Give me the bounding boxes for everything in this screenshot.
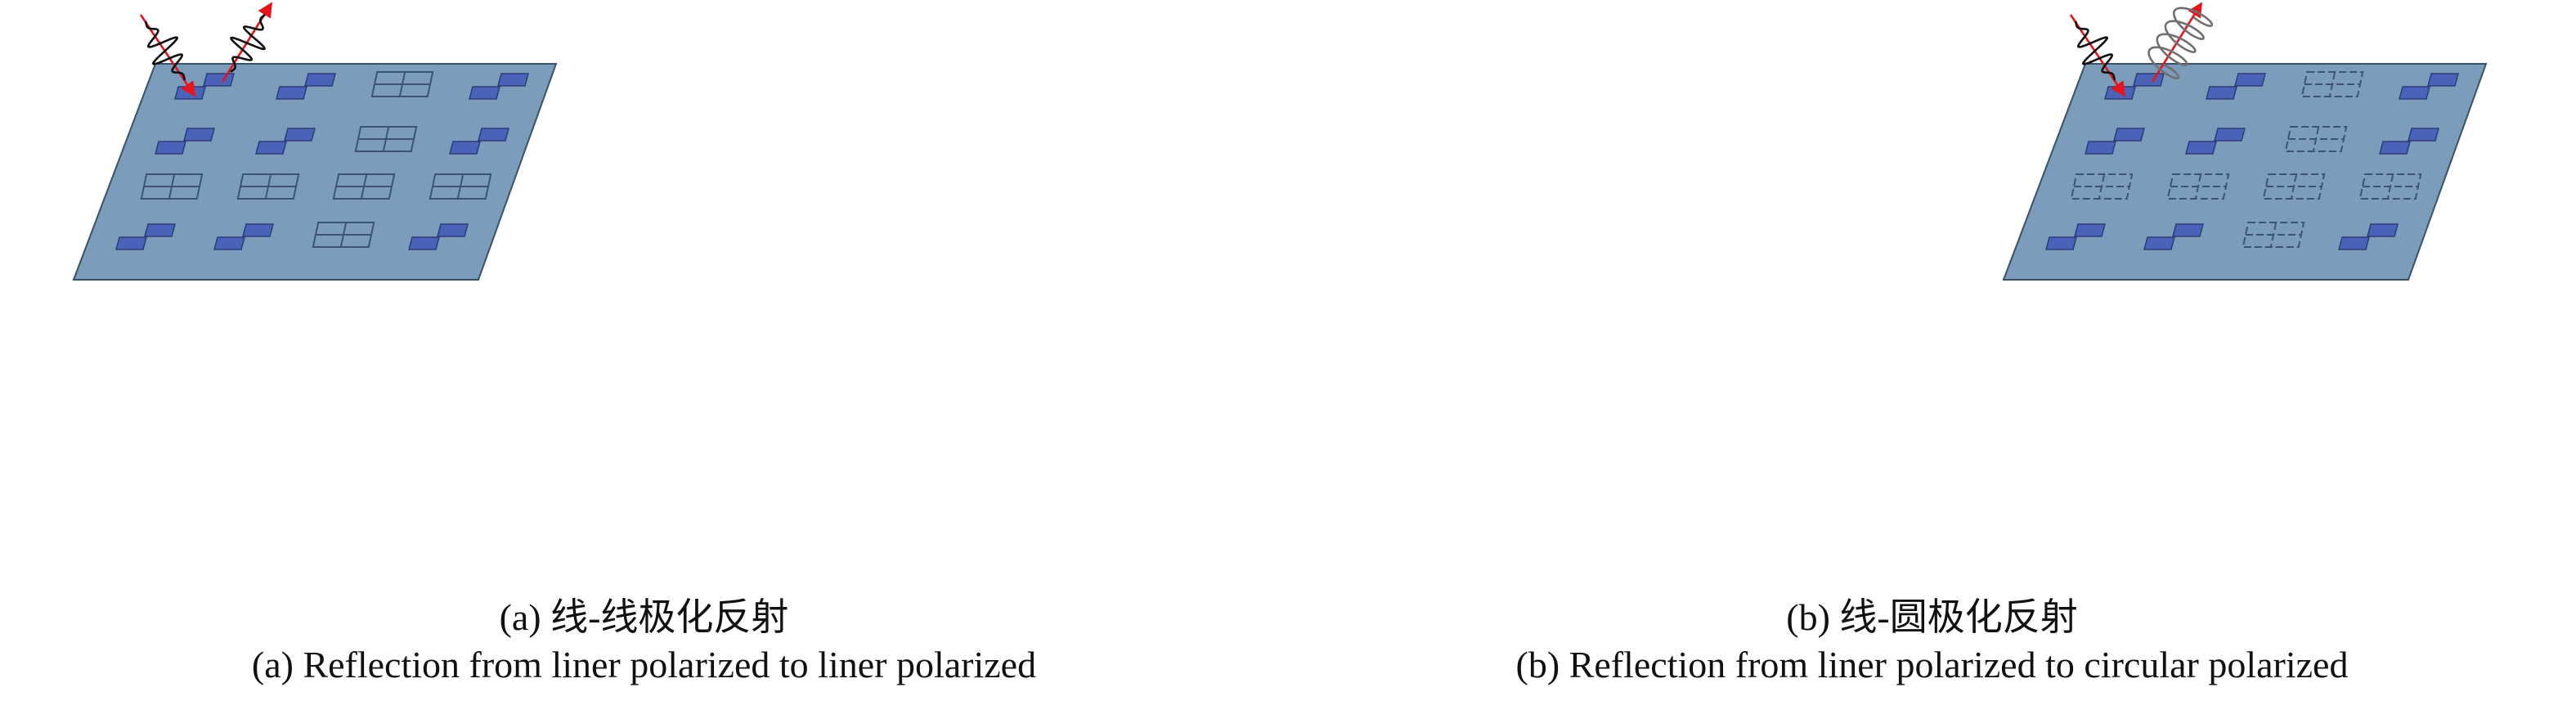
- reflected-circular-helix: [2147, 7, 2214, 79]
- z-patch-upper: [2113, 128, 2145, 142]
- z-patch-lower: [2206, 86, 2237, 100]
- z-shaped-patch-cell: [276, 73, 336, 100]
- cross-slot-cell: [332, 173, 396, 200]
- z-patch-upper: [2367, 223, 2399, 237]
- z-patch-lower: [155, 141, 186, 155]
- z-shaped-patch-cell: [2379, 128, 2439, 155]
- cross-slot-cell: [2070, 173, 2134, 200]
- reflected-linear-wave-packet: [229, 14, 267, 73]
- z-patch-upper: [2234, 73, 2266, 87]
- cross-slot-cell: [140, 173, 204, 200]
- z-shaped-patch-cell: [2338, 223, 2399, 250]
- z-patch-lower: [408, 236, 440, 250]
- metasurface-diagram-b: [2002, 2, 2488, 281]
- metasurface-diagram-a: [72, 2, 558, 281]
- unit-cell-layer: [115, 71, 529, 250]
- z-patch-lower: [2045, 236, 2077, 250]
- figure-a: (a) 线-线极化反射 (a) Reflection from liner po…: [72, 2, 1037, 685]
- z-patch-upper: [2214, 128, 2246, 142]
- caption-chinese: (b) 线-圆极化反射: [1786, 596, 2078, 638]
- z-patch-lower: [2379, 141, 2411, 155]
- z-patch-upper: [2408, 128, 2439, 142]
- incident-wave-packet: [144, 20, 186, 81]
- z-shaped-patch-cell: [408, 223, 469, 250]
- unit-cell-layer: [2045, 71, 2459, 250]
- cross-slot-cell: [2300, 71, 2364, 97]
- cross-slot-cell: [236, 173, 300, 200]
- z-shaped-patch-cell: [2085, 128, 2145, 155]
- z-shaped-patch-cell: [469, 73, 529, 100]
- z-shaped-patch-cell: [2185, 128, 2246, 155]
- z-patch-lower: [2399, 86, 2430, 100]
- cross-slot-cell: [2284, 126, 2348, 152]
- z-patch-lower: [115, 236, 147, 250]
- z-patch-lower: [469, 86, 500, 100]
- z-patch-lower: [276, 86, 307, 100]
- z-patch-upper: [2172, 223, 2204, 237]
- incident-wave-packet: [2074, 20, 2116, 81]
- cross-slot-cell: [2358, 173, 2422, 200]
- metasurface-panel: [72, 63, 558, 281]
- z-shaped-patch-cell: [213, 223, 274, 250]
- z-patch-upper: [478, 128, 509, 142]
- z-patch-upper: [183, 128, 215, 142]
- z-patch-lower: [449, 141, 481, 155]
- z-shaped-patch-cell: [155, 128, 215, 155]
- cross-slot-cell: [2166, 173, 2230, 200]
- cross-slot-cell: [2262, 173, 2326, 200]
- z-patch-upper: [2133, 73, 2165, 87]
- z-patch-upper: [497, 73, 529, 87]
- caption-chinese: (a) 线-线极化反射: [499, 596, 789, 638]
- cross-slot-cell: [2242, 222, 2305, 248]
- z-patch-lower: [255, 141, 287, 155]
- z-shaped-patch-cell: [449, 128, 509, 155]
- cross-slot-cell: [354, 126, 418, 152]
- z-patch-lower: [2185, 141, 2217, 155]
- z-patch-upper: [203, 73, 235, 87]
- cross-slot-cell: [370, 71, 434, 97]
- caption-english: (b) Reflection from liner polarized to c…: [1515, 644, 2349, 685]
- z-patch-upper: [437, 223, 469, 237]
- caption-english: (a) Reflection from liner polarized to l…: [251, 644, 1037, 685]
- z-shaped-patch-cell: [2399, 73, 2459, 100]
- z-patch-upper: [284, 128, 316, 142]
- z-patch-upper: [2427, 73, 2459, 87]
- z-patch-lower: [2338, 236, 2370, 250]
- z-patch-lower: [213, 236, 245, 250]
- z-shaped-patch-cell: [2206, 73, 2266, 100]
- metasurface-panel: [2002, 63, 2488, 281]
- cross-slot-cell: [312, 222, 375, 248]
- z-patch-upper: [242, 223, 274, 237]
- z-shaped-patch-cell: [255, 128, 316, 155]
- cross-slot-cell: [429, 173, 492, 200]
- z-shaped-patch-cell: [2045, 223, 2106, 250]
- z-patch-upper: [2074, 223, 2106, 237]
- z-shaped-patch-cell: [2143, 223, 2204, 250]
- z-patch-lower: [2143, 236, 2175, 250]
- z-shaped-patch-cell: [115, 223, 176, 250]
- z-patch-upper: [144, 223, 176, 237]
- figure-b: (b) 线-圆极化反射 (b) Reflection from liner po…: [1288, 0, 2576, 701]
- z-patch-upper: [304, 73, 336, 87]
- z-patch-lower: [2085, 141, 2116, 155]
